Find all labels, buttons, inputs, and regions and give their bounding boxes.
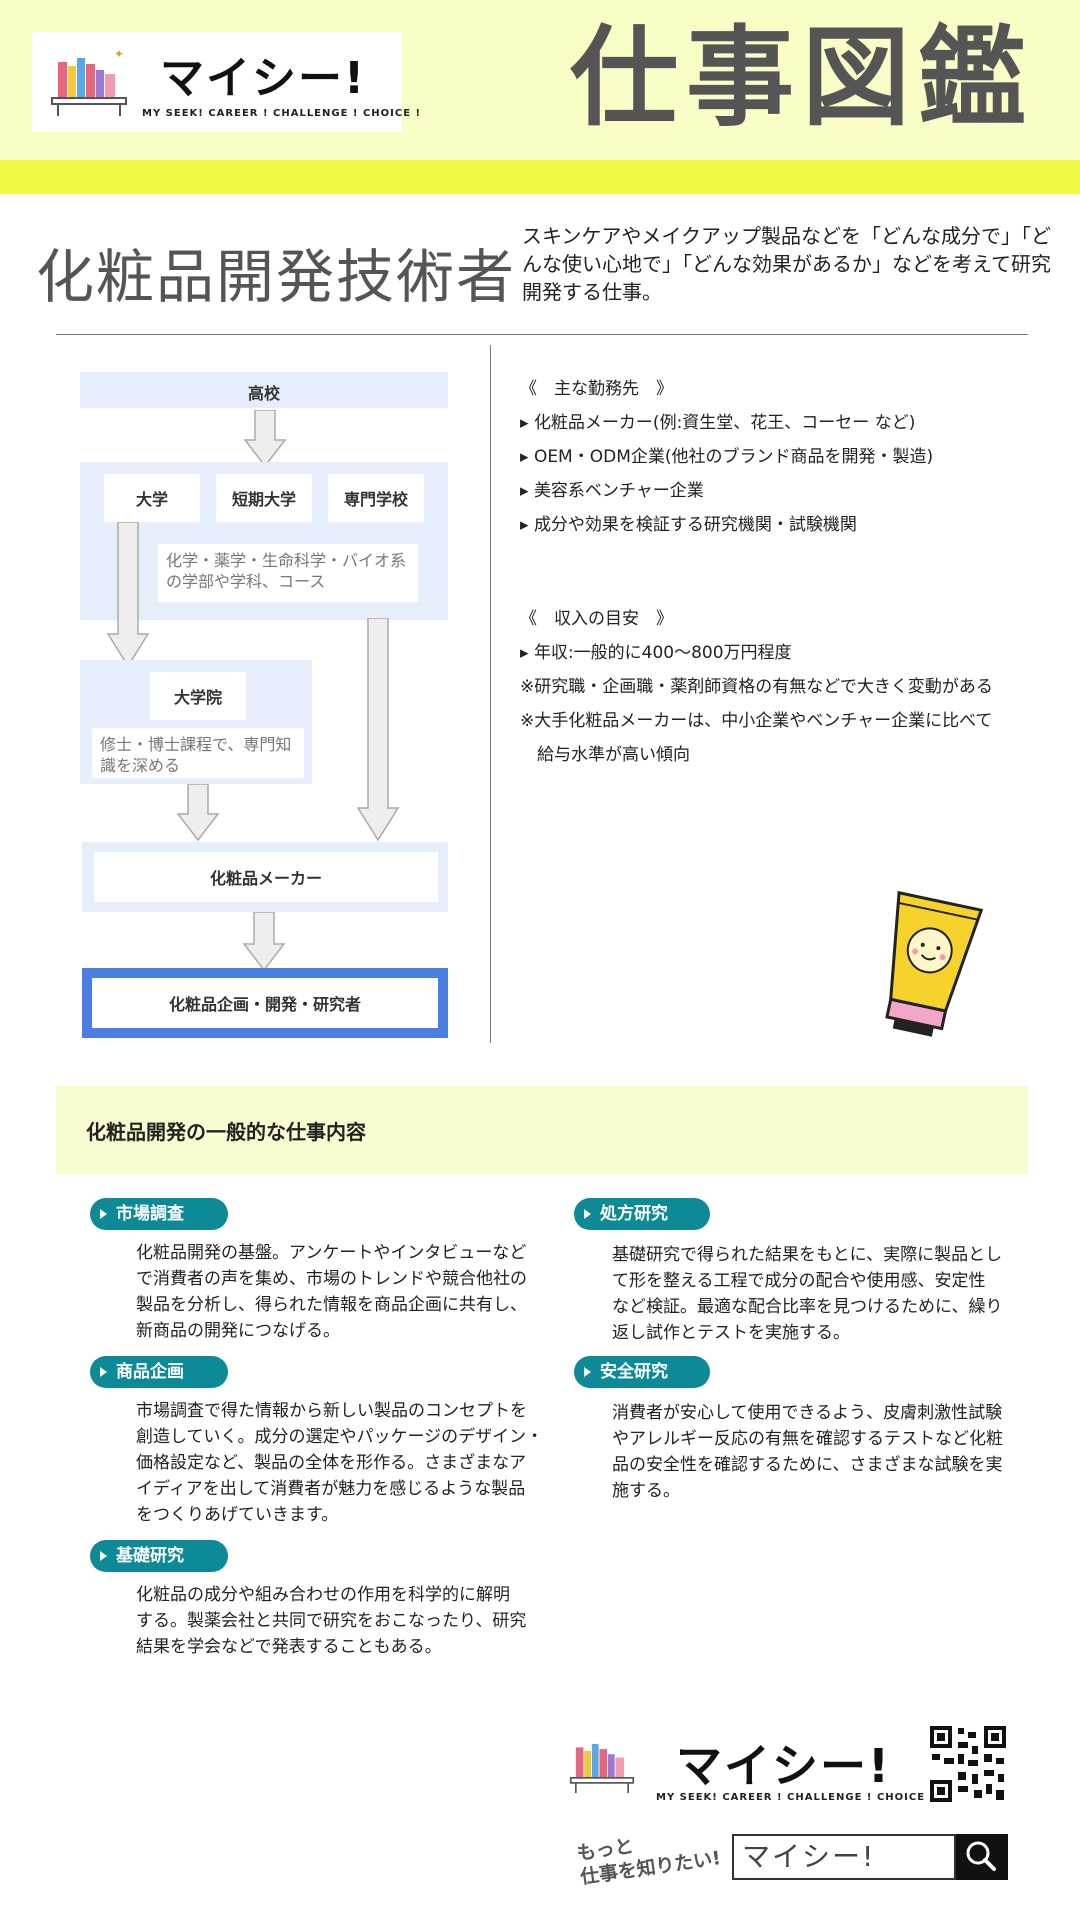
job-description: スキンケアやメイクアップ製品などを「どんな成分で」「どんな使い心地で」「どんな効…: [522, 224, 1051, 304]
list-item: ▸ 美容系ベンチャー企業: [520, 481, 704, 501]
divider-vertical: [490, 345, 491, 1043]
play-icon: [100, 1551, 107, 1561]
divider-horizontal: [56, 334, 1028, 335]
income-heading: 《 収入の目安 》: [520, 609, 673, 629]
flow-vocational: 専門学校: [328, 474, 424, 522]
flow-final-role: 化粧品企画・開発・研究者: [92, 978, 438, 1028]
paragraph-basic-research: 化粧品の成分や組み合わせの作用を科学的に解明 する。製薬会社と共同で研究をおこな…: [136, 1585, 527, 1657]
bookshelf-icon: ✦: [51, 47, 127, 116]
flow-university: 大学: [104, 474, 200, 522]
site-logo[interactable]: ✦ マイシー! MY SEEK! CAREER ! CHALLENGE ! CH…: [32, 32, 420, 132]
play-icon: [584, 1367, 591, 1377]
svg-text:✦: ✦: [114, 47, 124, 61]
play-icon: [100, 1209, 107, 1219]
footer-logo-text[interactable]: マイシー!: [676, 1739, 891, 1793]
play-icon: [100, 1367, 107, 1377]
flow-maker: 化粧品メーカー: [94, 852, 438, 902]
bookshelf-icon: [569, 1744, 635, 1794]
search-field[interactable]: マイシー!: [732, 1834, 956, 1880]
workplaces-heading: 《 主な勤務先 》: [520, 379, 673, 399]
arrow-down-icon: [176, 784, 220, 842]
list-item: ▸ 成分や効果を検証する研究機関・試験機関: [520, 515, 857, 535]
flow-high-school: [80, 372, 448, 408]
job-title: 化粧品開発技術者: [36, 243, 517, 311]
arrow-down-icon: [356, 618, 400, 842]
flow-graduate-note: 修士・博士課程で、専門知識を深める: [92, 728, 304, 778]
flow-junior-college: 短期大学: [216, 474, 312, 522]
tag-market-research: 市場調査: [90, 1198, 228, 1230]
tag-basic-research: 基礎研究: [90, 1540, 228, 1572]
tag-product-planning: 商品企画: [90, 1356, 228, 1388]
income-note: ※研究職・企画職・薬剤師資格の有無などで大きく変動がある: [520, 677, 993, 697]
flow-undergrad-note: 化学・薬学・生命科学・バイオ系の学部や学科、コース: [158, 544, 418, 602]
income-note: ※大手化粧品メーカーは、中小企業やベンチャー企業に比べて: [520, 711, 993, 731]
workplaces-block: 《 主な勤務先 》 ▸ 化粧品メーカー(例:資生堂、花王、コーセー など) ▸ …: [520, 372, 1040, 542]
page-banner-title: 仕事図鑑: [570, 16, 1035, 141]
logo-text: マイシー!: [160, 53, 367, 104]
income-note: 給与水準が高い傾向: [520, 745, 690, 765]
income-block: 《 収入の目安 》 ▸ 年収:一般的に400〜800万円程度 ※研究職・企画職・…: [520, 602, 1040, 772]
arrow-down-icon: [243, 410, 287, 468]
cosmetic-tube-icon: [885, 890, 984, 1037]
list-item: ▸ 年収:一般的に400〜800万円程度: [520, 643, 792, 663]
list-item: ▸ 化粧品メーカー(例:資生堂、花王、コーセー など): [520, 413, 916, 433]
search-icon: [966, 1841, 996, 1871]
qr-code-icon[interactable]: [928, 1724, 1008, 1804]
paragraph-product-planning: 市場調査で得た情報から新しい製品のコンセプトを 創造していく。成分の選定やパッケ…: [136, 1401, 544, 1525]
search-button[interactable]: [956, 1834, 1008, 1880]
header-stripe: [0, 160, 1080, 194]
paragraph-market-research: 化粧品開発の基盤。アンケートやインタビューなど で消費者の声を集め、市場のトレン…: [136, 1243, 527, 1341]
footer-logo-tagline: MY SEEK! CAREER ! CHALLENGE ! CHOICE !: [656, 1792, 936, 1803]
flow-high-school-label: 高校: [247, 384, 280, 403]
section-band: [56, 1086, 1028, 1174]
logo-tagline: MY SEEK! CAREER ! CHALLENGE ! CHOICE !: [142, 108, 422, 119]
list-item: ▸ OEM・ODM企業(他社のブランド商品を開発・製造): [520, 447, 934, 467]
section-title: 化粧品開発の一般的な仕事内容: [86, 1120, 366, 1144]
tag-formulation-research: 処方研究: [574, 1198, 710, 1230]
arrow-down-icon: [242, 912, 286, 972]
tag-safety-research: 安全研究: [574, 1356, 710, 1388]
footer-tagline: もっと 仕事を知りたい!: [575, 1835, 723, 1889]
paragraph-safety-research: 消費者が安心して使用できるよう、皮膚刺激性試験 やアレルギー反応の有無を確認する…: [612, 1403, 1003, 1501]
paragraph-formulation-research: 基礎研究で得られた結果をもとに、実際に製品とし て形を整える工程で成分の配合や使…: [612, 1245, 1003, 1343]
arrow-down-icon: [106, 522, 150, 668]
play-icon: [584, 1209, 591, 1219]
flow-graduate: 大学院: [150, 672, 246, 720]
